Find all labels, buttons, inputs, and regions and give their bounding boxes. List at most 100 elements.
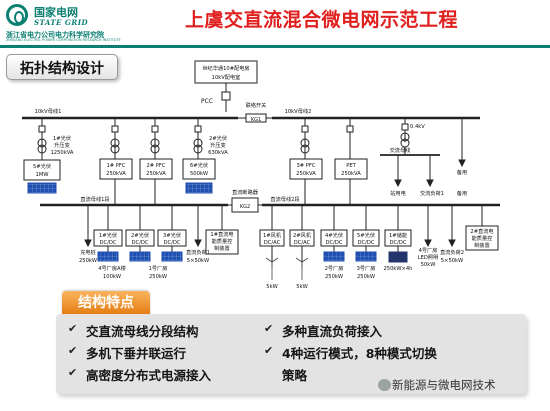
dcdc4-label-2: DC/DC — [326, 240, 343, 246]
dcdc5-label-1: 5#光伏 — [357, 231, 375, 239]
wechat-icon — [378, 379, 391, 391]
pv-building2-label-1: 2号厂房 — [325, 264, 344, 272]
standby-label-2: 备用 — [457, 189, 467, 197]
wind1-label-1: 1#风机 — [263, 231, 282, 239]
pv-transformer-1-label-1: 1#光伏 — [53, 134, 71, 142]
pv-building4a-label-1: 4号厂房A楼 — [98, 264, 126, 272]
organization-name-en: ZHEJIANG ELECTRIC POWER CORPORATION RESE… — [6, 38, 121, 42]
substation-label-1: 世纪华通10#配电房 — [202, 64, 249, 72]
ac-bus-label-2: 交流母线 — [390, 146, 411, 154]
kg2-label: KG2 — [240, 204, 250, 210]
pfc3-label-1: 3# PFC — [296, 163, 315, 169]
wind2-rating: 5kW — [296, 284, 307, 290]
ac-bus-label-1: 0.4kV — [410, 124, 425, 130]
dcdc2-label-1: 2#光伏 — [131, 231, 149, 239]
pfc2-label-1: 2# PFC — [146, 163, 165, 169]
battery-rack — [388, 251, 408, 263]
dcdc2-label-2: DC/DC — [132, 240, 149, 246]
pv-building2-label-2: 250kW — [325, 274, 343, 280]
watermark: 新能源与微电网技术 — [392, 378, 496, 392]
dcdc4-label-1: 4#光伏 — [325, 231, 343, 239]
pcc-label: PCC — [201, 98, 213, 105]
led-label-2: LED照明 — [418, 254, 439, 261]
dcdc1-label-2: DC/DC — [100, 240, 117, 246]
check-icon: ✔ — [68, 322, 78, 335]
battery-dcdc-label-2: DC/DC — [390, 240, 407, 246]
pv6-label-2: 500kW — [190, 171, 208, 177]
check-icon: ✔ — [264, 344, 274, 357]
pfc1-label-2: 250kVA — [106, 171, 126, 177]
bus-10kv-1-label: 10kV母线1 — [35, 107, 62, 115]
pfc3-label-2: 250kVA — [296, 171, 316, 177]
state-grid-logo-icon — [6, 4, 28, 26]
check-icon: ✔ — [68, 344, 78, 357]
ev-charger-label-1: 充电桩 — [80, 248, 96, 256]
dc-load-2-label-2: 5×50kW — [441, 258, 463, 264]
dc-bus-2-label: 直流母线2段 — [270, 195, 299, 203]
ac-load-label: 交流负荷1 — [420, 189, 444, 197]
pv5-panel — [27, 182, 57, 194]
led-label-3: 50kW — [421, 262, 436, 268]
dcdc3-label-1: 3#光伏 — [163, 231, 181, 239]
dcdc5-label-2: DC/DC — [358, 240, 375, 246]
pv6-label-1: 6#光伏 — [190, 161, 208, 169]
check-icon: ✔ — [68, 366, 78, 379]
pv-building1-label-2: 250kW — [149, 274, 167, 280]
dc-load-2-label-1: 直流负荷2 — [440, 248, 464, 256]
battery-rating: 250kW×4h — [384, 266, 413, 272]
pv-transformer-1-label-3: 1250kVA — [51, 150, 74, 156]
wind1-rating: 5kW — [266, 284, 277, 290]
header: 国家电网 STATE GRID 浙江省电力公司电力科学研究院 ZHEJIANG … — [0, 0, 550, 44]
led-label-1: 4号厂房 — [419, 246, 438, 254]
features-tab-label: 结构特点 — [78, 295, 134, 311]
wind1-label-2: DC/AC — [264, 240, 281, 246]
check-icon: ✔ — [264, 322, 274, 335]
dc-bus-1-label: 直流母线1段 — [80, 195, 109, 203]
organization-name: 浙江省电力公司电力科学研究院 — [6, 31, 104, 39]
kg1-label: KG1 — [251, 117, 261, 123]
storage2-label-2: 能质量控 — [472, 234, 493, 242]
pv6-panel — [185, 182, 213, 194]
header-divider — [0, 45, 550, 48]
brand-name: 国家电网 — [34, 6, 78, 19]
pv5-label-2: 1MW — [36, 172, 49, 178]
storage1-label-1: 1#直流电 — [210, 230, 233, 238]
feature-item-continued: 策略 — [282, 368, 308, 383]
brand-name-en: STATE GRID — [34, 18, 89, 27]
standby-label-1: 备用 — [457, 168, 467, 176]
pv-transformer-2-label-2: 升压变 — [210, 141, 226, 149]
features-panel: ✔ 交直流母线分段结构 ✔ 多机下垂并联运行 ✔ 高密度分布式电源接入 ✔ 多种… — [56, 314, 526, 394]
battery-dcdc-label-1: 1#储能 — [389, 231, 407, 239]
pv-building1-label-1: 1号厂房 — [149, 264, 168, 272]
wind2-label-1: 2#风机 — [293, 231, 312, 239]
section-title: 拓扑结构设计 — [20, 61, 104, 77]
feature-item: 高密度分布式电源接入 — [86, 368, 212, 383]
features-tab: 结构特点 — [62, 291, 150, 315]
dcdc3-label-2: DC/DC — [164, 240, 181, 246]
pfc2-label-2: 250kVA — [146, 171, 166, 177]
office-load-label: 站用电 — [390, 189, 406, 197]
wind-turbine-icons — [265, 257, 309, 280]
pv-building4a-label-2: 100kW — [103, 274, 121, 280]
wind2-label-2: DC/AC — [294, 240, 311, 246]
dcdc1-label-1: 1#光伏 — [99, 231, 117, 239]
feature-item: 多机下垂并联运行 — [86, 346, 187, 361]
pv-building3-label-2: 250kW — [357, 274, 375, 280]
tie-switch-label: 联络开关 — [246, 101, 267, 109]
ev-charger-label-2: 250kW — [79, 258, 97, 264]
storage1-label-3: 制装置 — [214, 244, 230, 252]
pv-transformer-2-label-3: 630kVA — [208, 150, 228, 156]
storage1-label-2: 能质量控 — [212, 237, 233, 245]
pfc1-label-1: 1# PFC — [106, 163, 125, 169]
dc-load-1-label-1: 直流负荷1 — [186, 248, 210, 256]
dc-load-1-label-2: 5×50kW — [187, 258, 209, 264]
pv-transformer-2-label-1: 2#光伏 — [209, 134, 227, 142]
pet-label-1: PET — [346, 163, 356, 169]
feature-item: 4种运行模式，8种模式切换 — [282, 346, 437, 361]
pv5-label-1: 5#光伏 — [33, 162, 51, 170]
storage2-label-1: 2#直流电 — [470, 227, 493, 235]
substation-label-2: 10kV配电室 — [212, 73, 241, 81]
section-title-box: 拓扑结构设计 — [6, 54, 118, 80]
feature-item: 交直流母线分段结构 — [86, 324, 199, 339]
